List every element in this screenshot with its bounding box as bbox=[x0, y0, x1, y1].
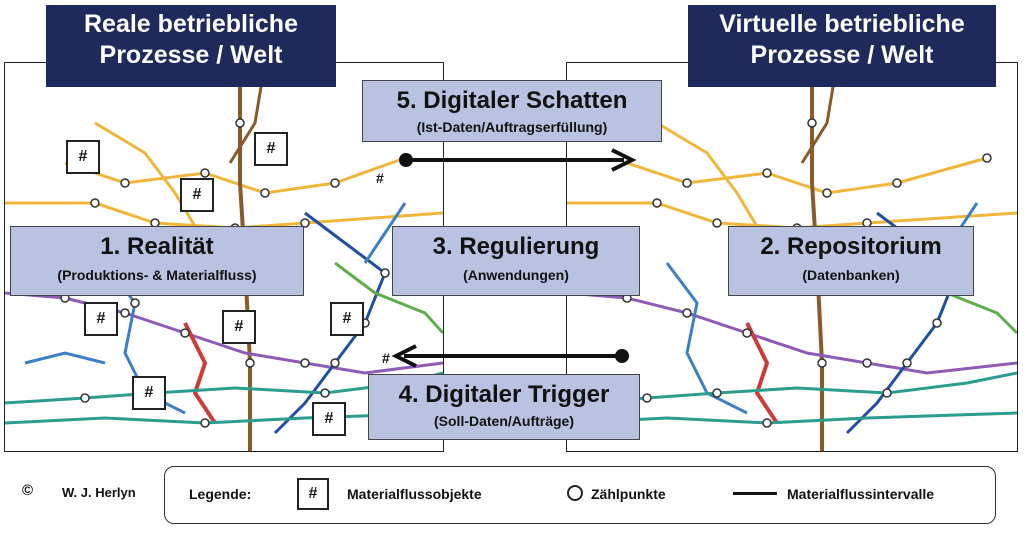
trigger-arrow-hash: # bbox=[382, 350, 390, 366]
digital-trigger-box: 4. Digitaler Trigger (Soll-Daten/Aufträg… bbox=[368, 374, 640, 440]
reality-subtitle: (Produktions- & Materialfluss) bbox=[57, 267, 257, 283]
trigger-arrow bbox=[391, 344, 629, 368]
legend-box: Legende: # Materialflussobjekte Zählpunk… bbox=[164, 466, 996, 524]
digital-trigger-subtitle: (Soll-Daten/Aufträge) bbox=[434, 413, 574, 429]
digital-trigger-title: 4. Digitaler Trigger bbox=[398, 381, 610, 408]
real-header-line-1: Reale betriebliche bbox=[84, 10, 298, 38]
virtual-header-line-2: Prozesse / Welt bbox=[750, 41, 934, 69]
material-object-marker: # bbox=[222, 310, 256, 344]
repository-title: 2. Repositorium bbox=[760, 233, 942, 260]
repository-box: 2. Repositorium (Datenbanken) bbox=[728, 226, 974, 296]
legend-interval-line-icon bbox=[733, 492, 777, 495]
legend-count-point-icon bbox=[567, 485, 583, 501]
material-object-marker: # bbox=[84, 302, 118, 336]
regulation-box: 3. Regulierung (Anwendungen) bbox=[392, 226, 640, 296]
digital-shadow-subtitle: (Ist-Daten/Auftragserfüllung) bbox=[416, 119, 608, 135]
legend-material-objects: Materialflussobjekte bbox=[347, 486, 482, 502]
material-object-marker: # bbox=[180, 178, 214, 212]
virtual-header-line-1: Virtuelle betriebliche bbox=[719, 10, 965, 38]
author-name: W. J. Herlyn bbox=[62, 485, 136, 500]
legend-label: Legende: bbox=[189, 486, 252, 502]
virtual-world-header: Virtuelle betriebliche Prozesse / Welt bbox=[688, 5, 996, 87]
shadow-arrow-hash: # bbox=[376, 170, 384, 186]
legend-hash-icon: # bbox=[297, 478, 329, 510]
material-object-marker: # bbox=[66, 140, 100, 174]
regulation-subtitle: (Anwendungen) bbox=[463, 267, 569, 283]
legend-count-points: Zählpunkte bbox=[591, 486, 666, 502]
legend-intervals: Materialflussintervalle bbox=[787, 486, 935, 502]
reality-title: 1. Realität bbox=[100, 233, 214, 260]
material-object-marker: # bbox=[132, 376, 166, 410]
copyright-icon: © bbox=[22, 482, 34, 499]
material-object-marker: # bbox=[330, 302, 364, 336]
material-object-marker: # bbox=[254, 132, 288, 166]
repository-subtitle: (Datenbanken) bbox=[802, 267, 900, 283]
material-object-marker: # bbox=[312, 402, 346, 436]
digital-shadow-title: 5. Digitaler Schatten bbox=[396, 87, 628, 114]
shadow-arrow bbox=[399, 148, 637, 172]
digital-shadow-box: 5. Digitaler Schatten (Ist-Daten/Auftrag… bbox=[362, 80, 662, 142]
regulation-title: 3. Regulierung bbox=[432, 233, 600, 260]
reality-box: 1. Realität (Produktions- & Materialflus… bbox=[10, 226, 304, 296]
real-header-line-2: Prozesse / Welt bbox=[99, 41, 283, 69]
real-world-header: Reale betriebliche Prozesse / Welt bbox=[46, 5, 336, 87]
